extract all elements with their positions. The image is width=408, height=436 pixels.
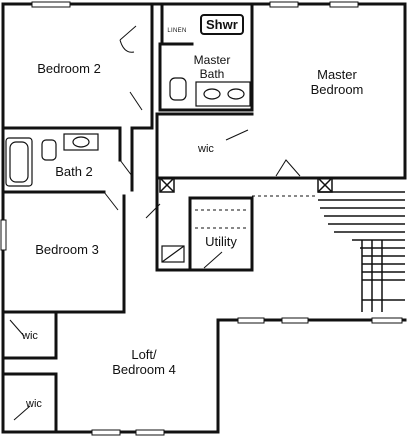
dashed-utility-top: [195, 209, 248, 229]
toilet-bath2: [41, 139, 57, 161]
window-top-right: [329, 1, 359, 8]
door-wic: [225, 129, 249, 141]
room-label-loft: Loft/ Bedroom 4: [112, 347, 176, 377]
stair-post-1: [159, 177, 175, 193]
room-label-wic-upper: wic: [22, 330, 38, 342]
door-hall: [129, 91, 143, 111]
linen-label: LINEN: [167, 28, 187, 34]
wall-closet-left: [155, 194, 192, 272]
room-label-utility: Utility: [205, 234, 237, 249]
room-label-bath2: Bath 2: [55, 164, 93, 179]
door-utility: [203, 251, 223, 269]
door-wic-bottom: [13, 405, 31, 421]
window-bedroom3: [0, 219, 7, 251]
window-bottom-2: [135, 429, 165, 436]
room-label-master-bath: Master Bath: [193, 53, 231, 81]
door-master: [275, 159, 301, 177]
window-top-mid: [269, 1, 299, 8]
room-label-wic-lower: wic: [26, 398, 42, 410]
window-top-left: [31, 1, 71, 8]
room-label-wic-master: wic: [198, 143, 214, 155]
wall-linen: [160, 2, 194, 46]
door-wic-left: [9, 319, 25, 337]
room-label-master-bedroom: Master Bedroom: [310, 67, 364, 97]
wall-bedroom2-right-lower: [130, 98, 154, 130]
door-bath2: [119, 159, 133, 177]
room-label-bedroom3: Bedroom 3: [35, 242, 99, 257]
window-loft-top-3: [371, 317, 403, 324]
door-bedroom2: [119, 25, 137, 53]
door-closet: [145, 203, 161, 219]
window-bottom-1: [91, 429, 121, 436]
room-label-bedroom2: Bedroom 2: [37, 61, 101, 76]
window-loft-top-1: [237, 317, 265, 324]
toilet-master: [169, 77, 187, 101]
shower-label: Shwr: [200, 14, 244, 35]
window-loft-top-2: [281, 317, 309, 324]
stair-stringer: [361, 240, 383, 312]
door-bedroom3: [103, 191, 119, 211]
